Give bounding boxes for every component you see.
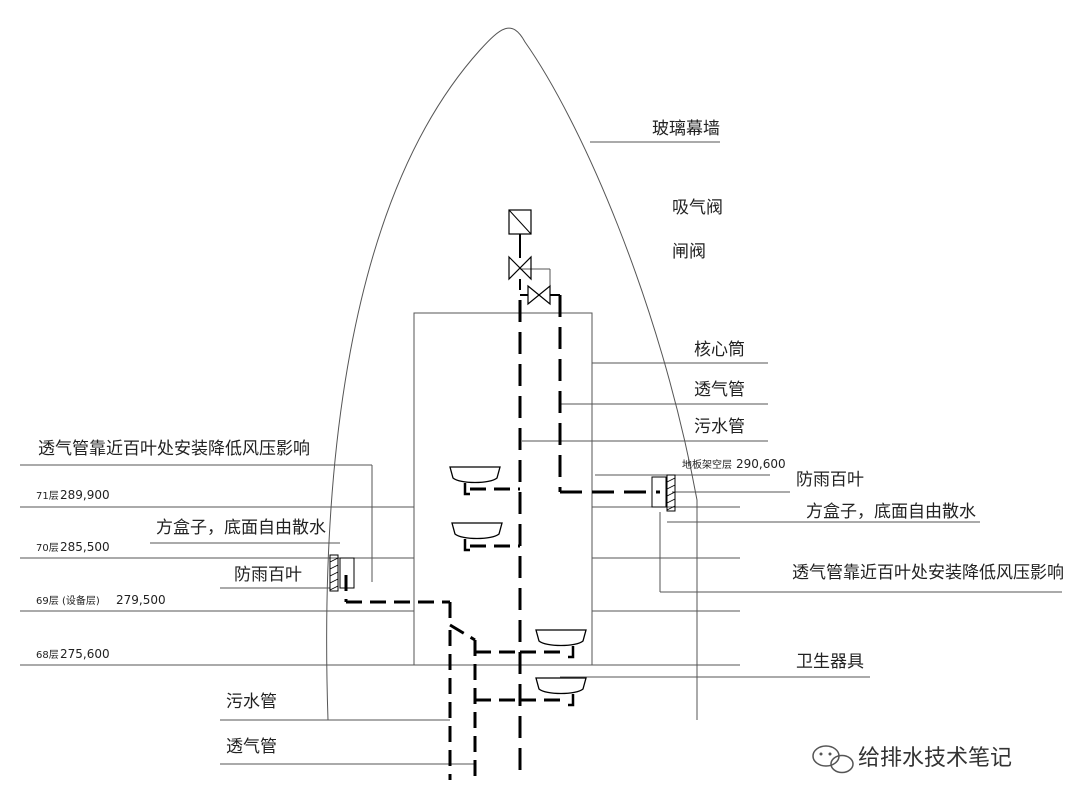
level-71-name: 71层 bbox=[36, 490, 59, 502]
label-core-tube: 核心筒 bbox=[694, 340, 745, 360]
level-roof-name: 地板架空层 bbox=[682, 458, 732, 471]
watermark-text: 给排水技术笔记 bbox=[858, 746, 1012, 771]
gate-valve-icon bbox=[508, 255, 532, 281]
gate-valve-icon-2 bbox=[527, 284, 551, 306]
level-69-elev: 279,500 bbox=[116, 593, 166, 607]
label-square-box-left: 方盒子，底面自由散水 bbox=[156, 518, 326, 538]
label-vent-note-left: 透气管靠近百叶处安装降低风压影响 bbox=[38, 439, 310, 459]
right-vent-pipe bbox=[520, 294, 660, 494]
leader-lines bbox=[20, 141, 1062, 765]
sanitary-fixture-icon-71 bbox=[449, 466, 520, 496]
label-gate-valve: 闸阀 bbox=[672, 242, 706, 262]
sanitary-fixture-icon-70 bbox=[451, 522, 520, 552]
wechat-icon bbox=[812, 745, 854, 774]
level-69-note: (设备层) bbox=[62, 594, 100, 607]
label-sanitary-fixtures: 卫生器具 bbox=[796, 652, 864, 672]
level-68-elev: 275,600 bbox=[60, 647, 110, 661]
label-glass-curtain-wall: 玻璃幕墙 bbox=[652, 119, 720, 139]
label-air-admittance-valve: 吸气阀 bbox=[672, 198, 723, 218]
level-69-name: 69层 bbox=[36, 595, 59, 607]
watermark: 给排水技术笔记 bbox=[812, 745, 1012, 774]
right-rain-louver-icon bbox=[651, 474, 676, 512]
floor-lines bbox=[20, 474, 770, 666]
label-square-box-right: 方盒子，底面自由散水 bbox=[806, 502, 976, 522]
left-vent-pipe bbox=[344, 575, 520, 780]
sanitary-fixture-icon-68a bbox=[520, 629, 587, 659]
glass-curtain-wall-outline bbox=[326, 27, 698, 721]
air-admittance-valve-icon bbox=[508, 209, 532, 235]
level-70-name: 70层 bbox=[36, 542, 59, 554]
label-sewage-pipe-right: 污水管 bbox=[694, 417, 745, 437]
sanitary-fixture-icon-68b bbox=[520, 677, 587, 707]
level-68-name: 68层 bbox=[36, 649, 59, 661]
level-70-elev: 285,500 bbox=[60, 540, 110, 554]
label-vent-pipe-bottom: 透气管 bbox=[226, 737, 277, 757]
level-71-elev: 289,900 bbox=[60, 488, 110, 502]
label-rain-louver-left: 防雨百叶 bbox=[234, 565, 302, 585]
label-sewage-pipe-bottom: 污水管 bbox=[226, 692, 277, 712]
left-rain-louver-icon bbox=[329, 554, 355, 592]
label-vent-note-right: 透气管靠近百叶处安装降低风压影响 bbox=[792, 563, 1064, 583]
label-rain-louver-right: 防雨百叶 bbox=[796, 470, 864, 490]
label-vent-pipe-right: 透气管 bbox=[694, 380, 745, 400]
level-roof-elev: 290,600 bbox=[736, 457, 786, 471]
